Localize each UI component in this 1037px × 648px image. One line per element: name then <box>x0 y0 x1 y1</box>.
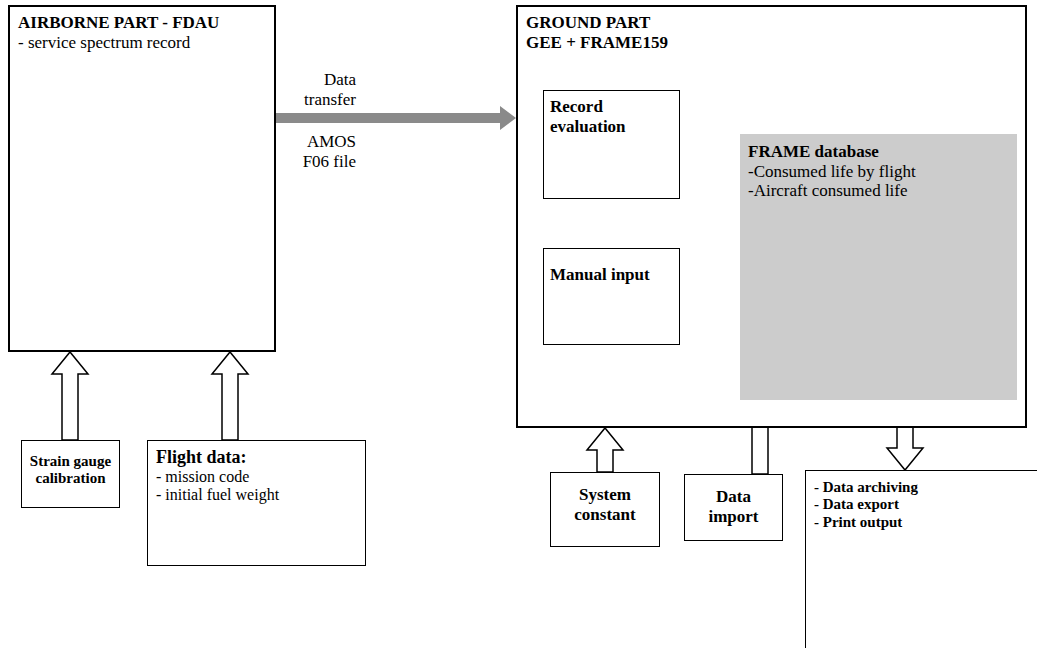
box-heading: FRAME database <box>748 142 1009 162</box>
process-box: Flight data:- mission code- initial fuel… <box>147 440 366 566</box>
process-box: - Data archiving- Data export- Print out… <box>805 470 1037 648</box>
box-text: - mission code <box>156 468 357 486</box>
box-text: -Aircraft consumed life <box>748 181 1009 201</box>
box-text: GEE + FRAME159 <box>526 33 1017 53</box>
box-heading: System constant <box>555 485 655 524</box>
box-heading: GROUND PART <box>526 13 1017 33</box>
box-text: - initial fuel weight <box>156 486 357 504</box>
box-heading: AIRBORNE PART - FDAU <box>18 13 266 33</box>
input-arrow <box>587 428 623 472</box>
process-box: Record evaluation <box>543 90 680 199</box>
process-box: Manual input <box>543 248 680 345</box>
file-label: AMOS F06 file <box>292 132 358 171</box>
box-heading: Flight data: <box>156 447 357 468</box>
process-box: System constant <box>550 472 660 547</box>
process-box: Data import <box>684 474 783 541</box>
box-heading: Data import <box>689 487 778 526</box>
box-heading: Record evaluation <box>550 97 673 136</box>
system-part-box: GROUND PARTGEE + FRAME159Record evaluati… <box>516 5 1027 428</box>
input-arrow <box>52 352 88 440</box>
system-part-box: AIRBORNE PART - FDAU- service spectrum r… <box>8 5 276 352</box>
box-text: - service spectrum record <box>18 33 266 53</box>
box-heading: - Data archiving <box>814 479 1037 496</box>
edge-label: Data transfer <box>292 70 358 109</box>
input-arrow <box>212 352 248 440</box>
process-box: Strain gauge calibration <box>21 440 120 508</box>
box-heading: Manual input <box>550 265 673 285</box>
data-flow-arrow <box>276 106 516 130</box>
box-text: - Data export <box>814 496 1037 513</box>
process-box: FRAME database-Consumed life by flight-A… <box>740 134 1017 400</box>
box-text: - Print output <box>814 514 1037 531</box>
box-heading: Strain gauge calibration <box>25 453 116 488</box>
box-text: -Consumed life by flight <box>748 162 1009 182</box>
